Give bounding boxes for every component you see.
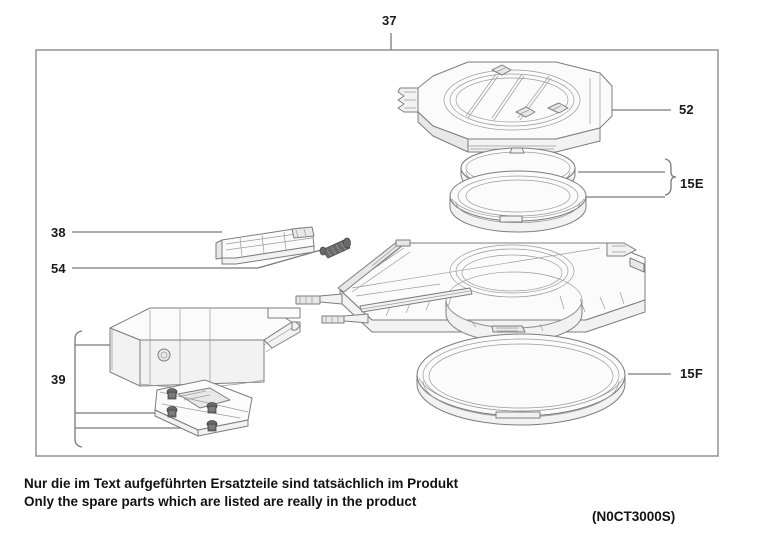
part-label-38: 38 xyxy=(51,225,66,240)
part-label-37: 37 xyxy=(382,13,397,28)
part-main-housing-body xyxy=(295,239,646,343)
part-lower-seal-ring xyxy=(449,170,587,233)
part-label-15e: 15E xyxy=(680,176,704,191)
part-flat-bracket xyxy=(215,226,315,265)
screw xyxy=(206,402,218,414)
part-mounting-plate xyxy=(154,379,253,437)
footer-note-english: Only the spare parts which are listed ar… xyxy=(24,494,417,509)
screw xyxy=(206,420,218,432)
part-coil-spring xyxy=(319,237,351,259)
part-large-gasket-ring xyxy=(416,333,626,426)
part-label-54: 54 xyxy=(51,261,66,276)
diagram-frame xyxy=(35,49,719,457)
drawing-code: (N0CT3000S) xyxy=(592,509,676,524)
brace-39 xyxy=(74,330,83,448)
screw xyxy=(166,406,178,418)
part-top-cover-plate xyxy=(397,61,613,153)
part-label-39: 39 xyxy=(51,372,66,387)
part-wedge-cover xyxy=(109,307,301,388)
footer-note-german: Nur die im Text aufgeführten Ersatzteile… xyxy=(24,476,459,491)
part-label-52: 52 xyxy=(679,102,694,117)
brace-15e xyxy=(664,158,677,196)
part-label-15f: 15F xyxy=(680,366,704,381)
screw xyxy=(166,388,178,400)
